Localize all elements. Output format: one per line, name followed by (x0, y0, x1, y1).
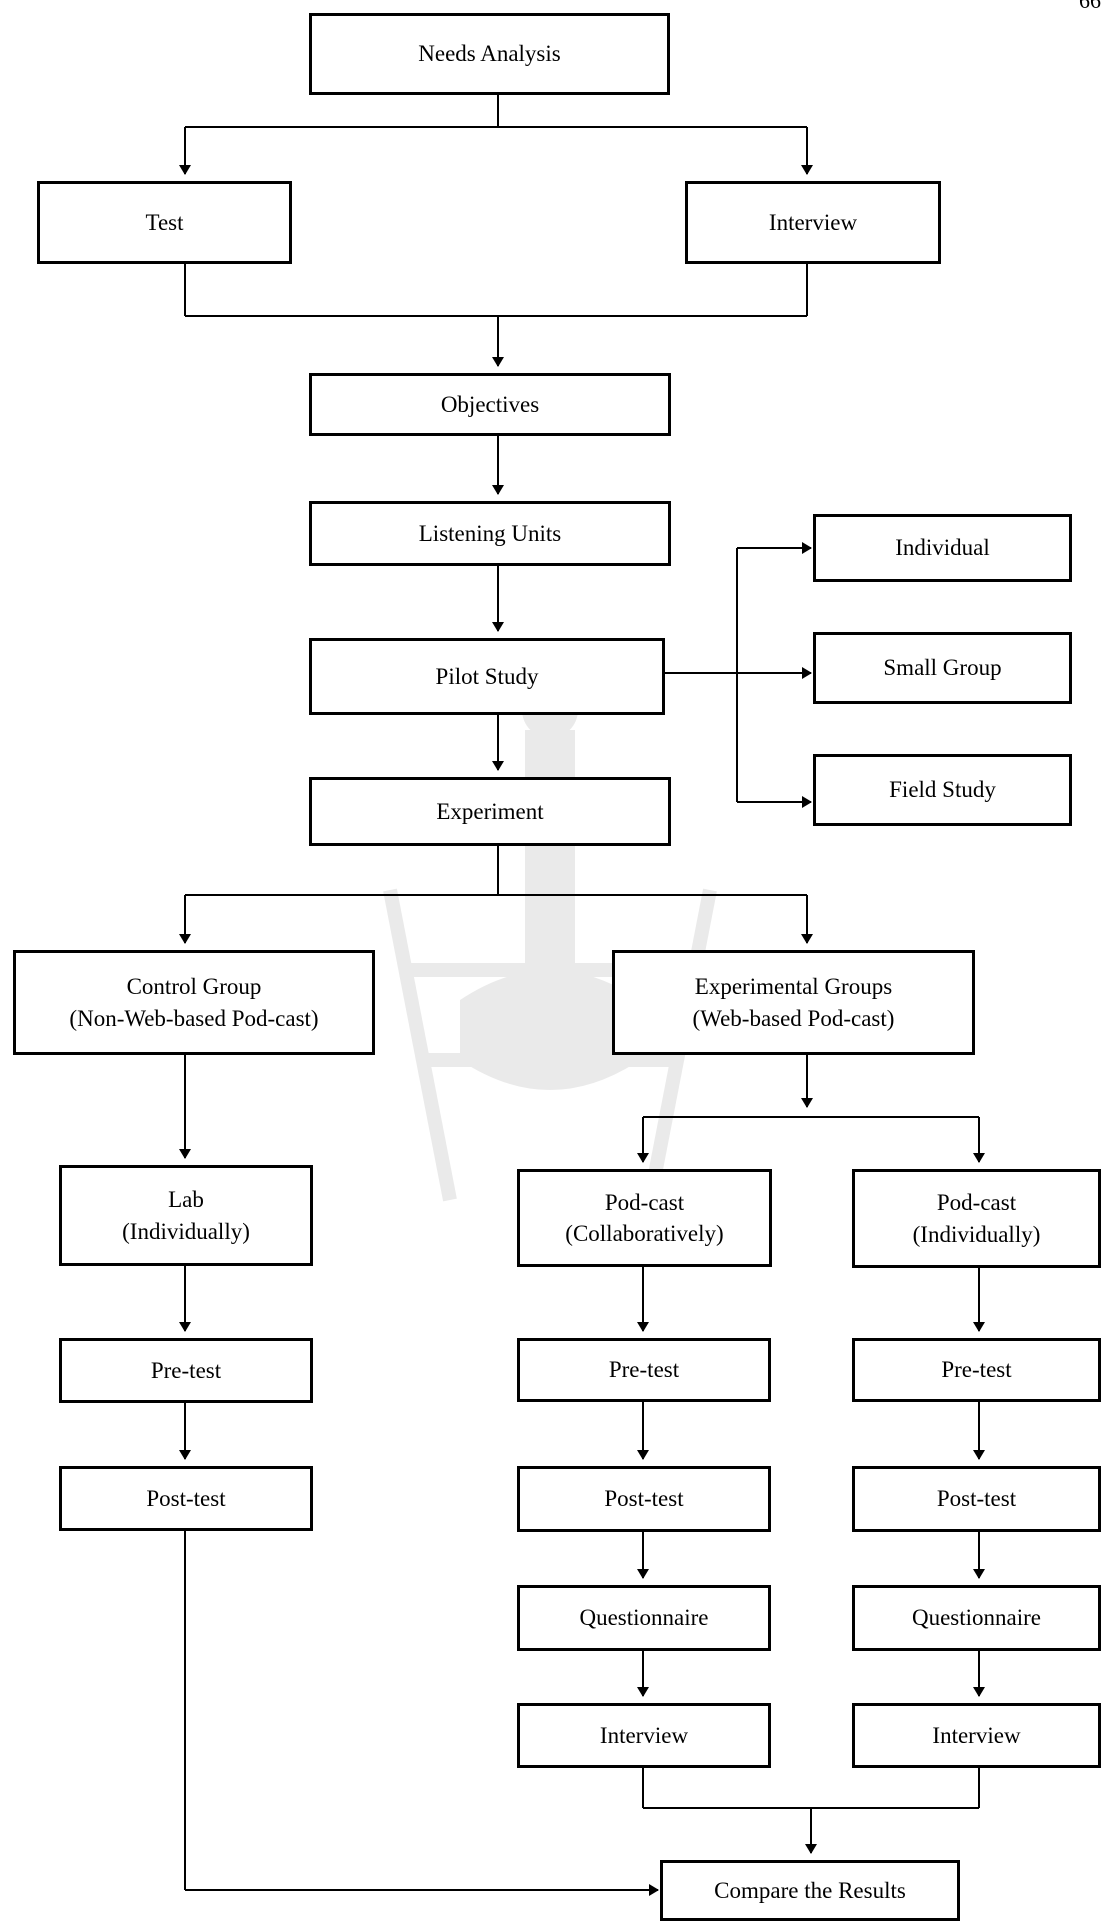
field-study-box: Field Study (813, 754, 1072, 826)
pilot-study-box: Pilot Study (309, 638, 665, 715)
experimental-groups-box: Experimental Groups (Web-based Pod-cast) (612, 950, 975, 1055)
control-group-title: Control Group (126, 974, 262, 1000)
interview-top-label: Interview (768, 209, 858, 235)
lab-title: Lab (168, 1187, 204, 1213)
experimental-groups-subtitle: (Web-based Pod-cast) (692, 1005, 895, 1031)
pretest-control-label: Pre-test (150, 1357, 222, 1383)
compare-results-label: Compare the Results (714, 1877, 906, 1903)
compare-results-box: Compare the Results (660, 1860, 960, 1921)
pretest-collab-label: Pre-test (608, 1357, 680, 1383)
interview-top-box: Interview (685, 181, 941, 264)
podcast-collab-box: Pod-cast (Collaboratively) (517, 1169, 772, 1267)
posttest-indiv-label: Post-test (936, 1486, 1017, 1512)
needs-analysis-label: Needs Analysis (418, 41, 561, 67)
podcast-collab-subtitle: (Collaboratively) (565, 1221, 724, 1246)
questionnaire-indiv-box: Questionnaire (852, 1585, 1101, 1651)
test-label: Test (145, 209, 184, 235)
pilot-study-label: Pilot Study (435, 663, 539, 689)
field-study-label: Field Study (889, 777, 996, 803)
podcast-indiv-box: Pod-cast (Individually) (852, 1169, 1101, 1268)
objectives-box: Objectives (309, 373, 671, 436)
interview-collab-box: Interview (517, 1703, 771, 1768)
pretest-indiv-label: Pre-test (941, 1357, 1012, 1383)
questionnaire-indiv-label: Questionnaire (911, 1605, 1041, 1631)
experimental-groups-title: Experimental Groups (694, 974, 893, 1000)
pretest-indiv-box: Pre-test (852, 1338, 1101, 1402)
lab-subtitle: (Individually) (122, 1218, 250, 1244)
interview-indiv-label: Interview (932, 1722, 1021, 1748)
lab-box: Lab (Individually) (59, 1165, 313, 1266)
control-group-box: Control Group (Non-Web-based Pod-cast) (13, 950, 375, 1055)
control-group-subtitle: (Non-Web-based Pod-cast) (69, 1005, 319, 1031)
podcast-indiv-title: Pod-cast (936, 1190, 1017, 1216)
test-box: Test (37, 181, 292, 264)
posttest-indiv-box: Post-test (852, 1466, 1101, 1532)
small-group-label: Small Group (883, 655, 1002, 681)
individual-box: Individual (813, 514, 1072, 582)
pretest-control-box: Pre-test (59, 1338, 313, 1403)
small-group-box: Small Group (813, 632, 1072, 704)
posttest-control-label: Post-test (146, 1485, 226, 1511)
experiment-label: Experiment (436, 798, 544, 824)
posttest-collab-box: Post-test (517, 1466, 771, 1532)
listening-units-label: Listening Units (418, 520, 562, 546)
questionnaire-collab-box: Questionnaire (517, 1585, 771, 1651)
listening-units-box: Listening Units (309, 501, 671, 566)
questionnaire-collab-label: Questionnaire (579, 1605, 709, 1631)
podcast-collab-title: Pod-cast (604, 1189, 685, 1215)
posttest-collab-label: Post-test (604, 1486, 684, 1512)
needs-analysis-box: Needs Analysis (309, 13, 670, 95)
individual-label: Individual (895, 535, 990, 561)
objectives-label: Objectives (440, 391, 540, 417)
experiment-box: Experiment (309, 777, 671, 846)
pretest-collab-box: Pre-test (517, 1338, 771, 1402)
interview-indiv-box: Interview (852, 1703, 1101, 1768)
interview-collab-label: Interview (599, 1722, 689, 1748)
posttest-control-box: Post-test (59, 1466, 313, 1531)
podcast-indiv-subtitle: (Individually) (912, 1221, 1041, 1247)
page-number: 66 (1079, 0, 1101, 13)
